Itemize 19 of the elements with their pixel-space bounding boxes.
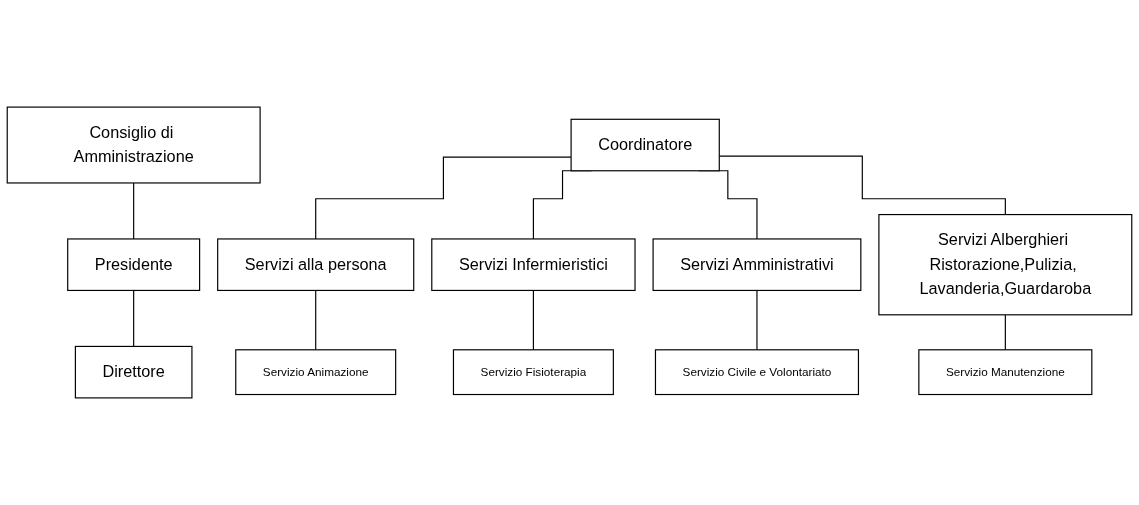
connector [532,289,534,351]
node-box: Coordinatore [570,118,720,172]
node-box: Direttore [74,345,193,399]
node-box: Servizio Fisioterapia [452,349,614,396]
connector [1004,314,1006,351]
node-box: Servizio Manutenzione [918,349,1093,396]
node-box: Servizio Animazione [235,349,397,396]
connector [315,289,317,351]
connector [133,289,135,347]
connector [315,156,572,240]
connector [756,289,758,351]
node-box: Presidente [67,238,201,291]
node-box: Servizi Alberghieri Ristorazione,Pulizia, Lavanderia,Guardaroba [878,214,1133,316]
node-box: Servizi Amministrativi [652,238,862,291]
node-box: Consiglio di Amministrazione [6,106,261,184]
node-box: Servizi Infermieristici [431,238,636,291]
node-box: Servizio Civile e Volontariato [654,349,860,396]
connector [133,182,135,240]
node-box: Servizi alla persona [217,238,415,291]
